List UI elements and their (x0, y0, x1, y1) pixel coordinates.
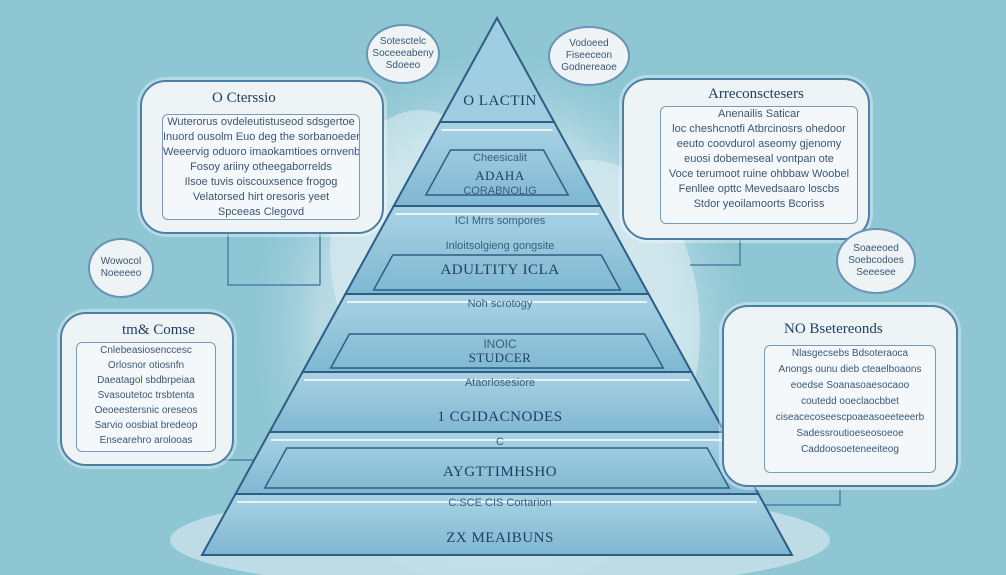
card-mid-left-body: Cnlebeasiosenccesc Orlosnor otiosnfn Dae… (76, 342, 216, 452)
tier-6-sub: C (496, 436, 504, 448)
card-top-left-body: Wuterorus ovdeleutistuseod sdsgertoe Inu… (162, 114, 360, 220)
card-top-left-title: O Cterssio (212, 90, 276, 106)
bubble-line: Noeeeeo (100, 268, 142, 279)
tier-inner-frame (329, 333, 665, 369)
card-line: Voce terumoot ruine ohbbaw Woobel (668, 168, 850, 180)
tier-2-title: ADAHA (475, 168, 525, 183)
card-top-left: O Cterssio Wuterorus ovdeleutistuseod sd… (140, 80, 384, 234)
bubble-left: Wowocol Noeeeeo (88, 238, 154, 298)
tier-1-title: O LACTIN (463, 93, 537, 109)
card-top-right-body: Anenailis Saticar loc cheshcnotfi Atbrci… (660, 106, 858, 224)
card-line: Cnlebeasiosenccesc (100, 345, 192, 356)
card-mid-right-body: Nlasgecsebs Bdsoteraoca Anongs ounu dieb… (764, 345, 936, 473)
card-line: loc cheshcnotfi Atbrcinosrs ohedoor (672, 123, 846, 135)
card-line: Nlasgecsebs Bdsoteraoca (791, 348, 909, 359)
tier-inner-frame (263, 447, 731, 489)
pyramid-tiers (200, 15, 794, 556)
card-mid-left-title: tm& Comse (122, 322, 195, 338)
card-line: Velatorsed hirt oresoris yeet (192, 191, 330, 203)
card-line: Wuterorus ovdeleutistuseod sdsgertoe (167, 116, 355, 128)
tier-inner-frame (424, 149, 570, 196)
card-line: Spceeas Clegovd (217, 206, 305, 218)
tier-4-extra: INOIC (483, 337, 517, 351)
tier-6-title: AYGTTIMHSHO (442, 464, 558, 480)
tier-4-sub: Noh scrotogy (467, 298, 533, 310)
tier-5-sub: Ataorlosesiore (464, 377, 536, 389)
bubble-line: Fiseeceon (565, 50, 613, 61)
card-line: Weeervig oduoro imaokamtioes ornvenbe (163, 146, 360, 158)
card-line: eeuto coovdurol aseomy gjenomy (676, 138, 842, 150)
bubble-line: Soaeeoed (853, 243, 899, 254)
card-line: coutedd ooeclaocbbet (801, 396, 899, 407)
tier-5-title: 1 CGIDACNODES (437, 409, 563, 425)
bubble-line: Sotesctelc (379, 36, 427, 47)
card-top-right-title: Arreconsctesers (708, 86, 804, 102)
bubble-right: Soaeeoed Soebcodoes Seeesee (836, 228, 916, 294)
tier-3-title: ADULTITY ICLA (440, 262, 560, 278)
tier-7-sub: C:SCE CIS Cortarion (448, 497, 552, 509)
tier-7-title: ZX MEAIBUNS (446, 530, 554, 546)
card-line: Sarvio oosbiat bredeop (94, 420, 198, 431)
tier-inner-frame (372, 254, 622, 291)
card-line: Anongs ounu dieb cteaelboaons (778, 364, 922, 375)
card-line: Anenailis Saticar (718, 108, 800, 120)
bubble-line: Soebcodoes (848, 255, 904, 266)
card-line: Svasoutetoc trsbtenta (97, 390, 195, 401)
card-line: Fosoy ariiny otheegaborrelds (190, 161, 332, 173)
bubble-top-center-left: Sotesctelc Soceeeabeny Sdoeeo (366, 24, 440, 84)
pyramid-tier-7 (200, 493, 794, 556)
card-line: ciseacecoseescpoaeasoeeteeerb (775, 412, 925, 423)
card-line: Sadessroutioeseosoeoe (796, 428, 904, 439)
card-mid-left: tm& Comse Cnlebeasiosenccesc Orlosnor ot… (60, 312, 234, 466)
bubble-line: Seeesee (856, 267, 896, 278)
tier-2-sub: Cheesicalit (473, 152, 527, 164)
bubble-line: Wowocol (100, 256, 142, 267)
card-line: euosi dobemeseal vontpan ote (684, 153, 834, 165)
tier-4-title: STUDCER (468, 350, 532, 365)
tier-3-sub: ICI Mrrs sompores (454, 215, 546, 227)
tier-2-extra: CORABNOLIG (463, 185, 537, 197)
card-line: Stdor yeoilamoorts Bcoriss (693, 198, 825, 210)
bubble-line: Vodoeed (569, 38, 609, 49)
bubble-line: Soceeeabeny (372, 48, 434, 59)
tier-3-extra: Inloitsolgieng gongsite (445, 240, 555, 252)
card-line: Oeoeestersnic oreseos (94, 405, 198, 416)
card-line: Fenllee opttc Mevedsaaro loscbs (678, 183, 840, 195)
card-line: Inuord ousolm Euo deg the sorbanoeder (163, 131, 360, 143)
card-line: Ilsoe tuvis oiscouxsence frogog (184, 176, 338, 188)
card-line: Caddoosoeteneeiteog (801, 444, 899, 455)
bubble-top-center-right: Vodoeed Fiseeceon Godnereaoe (548, 26, 630, 86)
bubble-line: Godnereaoe (561, 62, 617, 73)
card-mid-right: NO Bsetereonds Nlasgecsebs Bdsoteraoca A… (722, 305, 958, 487)
card-mid-right-title: NO Bsetereonds (784, 321, 883, 337)
card-line: eoedse Soanasoaesocaoo (790, 380, 910, 391)
card-line: Daeatagol sbdbrpeiaa (97, 375, 195, 386)
bubble-line: Sdoeeo (385, 60, 421, 71)
card-line: Ensearehro arolooas (99, 435, 193, 446)
card-top-right: Arreconsctesers Anenailis Saticar loc ch… (622, 78, 870, 240)
card-line: Orlosnor otiosnfn (107, 360, 185, 371)
